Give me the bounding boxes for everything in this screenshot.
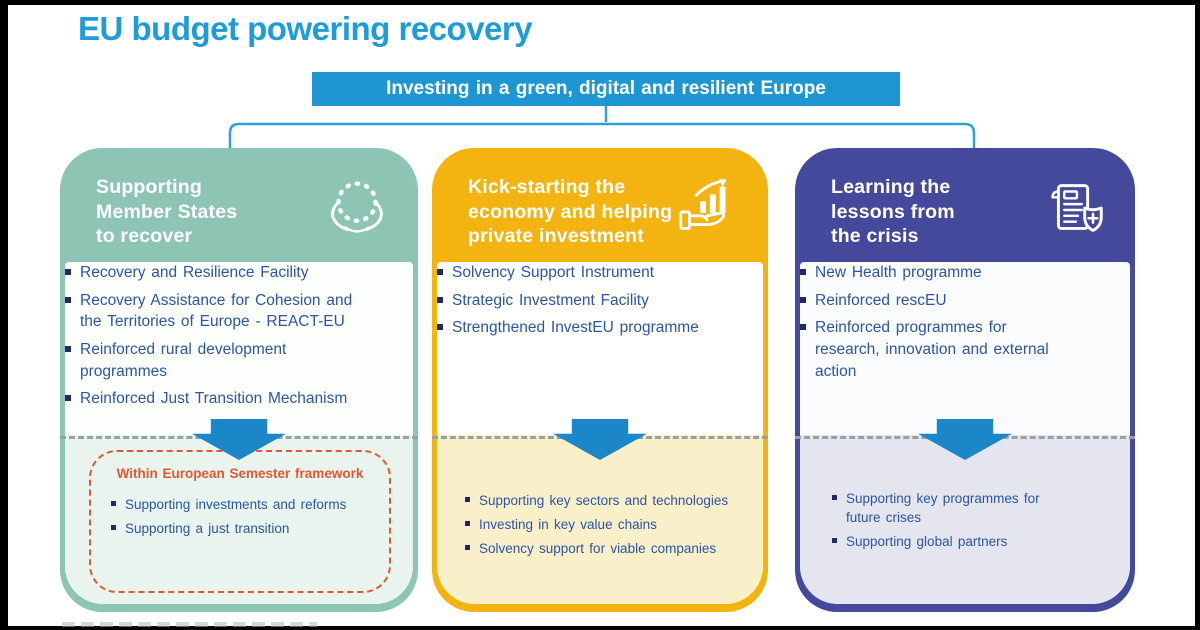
list-item: Supporting global partners [832, 532, 1122, 551]
bullet-square-icon [111, 525, 116, 531]
card-economy: Kick-starting the economy and helping pr… [432, 148, 768, 612]
list-item-label: Reinforced programmes for research, inno… [815, 319, 1049, 380]
bullet-square-icon [465, 545, 470, 551]
document-with-health-shield-icon [1037, 172, 1111, 246]
cropped-attribution-text [62, 622, 317, 627]
letterbox-bar-bottom [0, 626, 1200, 630]
bullet-square-icon [465, 521, 470, 527]
list-item-label: Reinforced rescEU [815, 291, 947, 309]
card-header: Supporting Member States to recover [60, 148, 418, 262]
card-header: Kick-starting the economy and helping pr… [432, 148, 768, 262]
list-item-label: Strategic Investment Facility [452, 291, 649, 309]
semester-framework-box: Within European Semester framework Suppo… [89, 450, 391, 593]
semester-list: Supporting investments and reforms Suppo… [105, 495, 375, 538]
list-item: Reinforced programmes for research, inno… [800, 317, 1130, 382]
card-title: Kick-starting the economy and helping pr… [468, 176, 673, 248]
list-item-label: New Health programme [815, 264, 982, 281]
card-header: Learning the lessons from the crisis [795, 148, 1135, 262]
semester-framework-heading: Within European Semester framework [116, 466, 364, 481]
card-bottom-section: Within European Semester framework Suppo… [65, 435, 413, 604]
hands-holding-eu-stars-icon [320, 172, 394, 246]
bullet-square-icon [111, 501, 116, 506]
list-item: Recovery and Resilience Facility [65, 262, 413, 284]
list-item-label: Reinforced rural development programmes [80, 341, 287, 380]
bullet-square-icon [65, 346, 71, 353]
list-item: Strengthened InvestEU programme [437, 317, 763, 339]
hand-holding-growth-chart-icon [670, 172, 744, 246]
list-item-label: Recovery Assistance for Cohesion and the… [80, 291, 353, 331]
list-item: Supporting a just transition [111, 519, 375, 538]
list-item-label: Strengthened InvestEU programme [452, 319, 699, 337]
list-item-label: Solvency Support Instrument [452, 264, 655, 281]
bullet-square-icon [800, 324, 806, 331]
bullet-square-icon [800, 296, 806, 303]
bullet-square-icon [465, 497, 470, 502]
programme-list: New Health programme Reinforced rescEU R… [800, 262, 1130, 435]
card-bottom-section: Supporting key programmes for future cri… [800, 435, 1130, 604]
card-body: Recovery and Resilience Facility Recover… [65, 262, 413, 604]
list-item: Recovery Assistance for Cohesion and the… [65, 290, 413, 333]
letterbox-bar-right [1195, 0, 1200, 630]
focus-list: Supporting key programmes for future cri… [800, 435, 1130, 551]
list-item-label: Supporting a just transition [125, 521, 290, 537]
list-item: Reinforced rescEU [800, 290, 1130, 312]
card-title: Learning the lessons from the crisis [831, 176, 955, 248]
bullet-square-icon [437, 269, 443, 275]
programme-list: Recovery and Resilience Facility Recover… [65, 262, 413, 435]
programme-list: Solvency Support Instrument Strategic In… [437, 262, 763, 435]
list-item: Strategic Investment Facility [437, 290, 763, 312]
bullet-square-icon [437, 296, 443, 303]
list-item: Supporting key sectors and technologies [465, 491, 755, 510]
bullet-square-icon [832, 495, 837, 500]
list-item-label: Supporting key sectors and technologies [479, 493, 729, 508]
letterbox-bar-left [0, 0, 8, 630]
bullet-square-icon [437, 324, 443, 331]
bullet-square-icon [65, 296, 71, 303]
list-item: Investing in key value chains [465, 515, 755, 534]
card-title: Supporting Member States to recover [96, 176, 238, 248]
card-bottom-section: Supporting key sectors and technologies … [437, 435, 763, 604]
list-item-label: Supporting investments and reforms [125, 497, 347, 512]
list-item-label: Solvency support for viable companies [479, 541, 717, 557]
page-title: EU budget powering recovery [78, 10, 533, 47]
bullet-square-icon [832, 538, 837, 544]
list-item: Supporting key programmes for future cri… [832, 489, 1122, 527]
list-item-label: Supporting global partners [846, 534, 1008, 550]
banner: Investing in a green, digital and resili… [312, 72, 900, 106]
card-body: Solvency Support Instrument Strategic In… [437, 262, 763, 604]
list-item: New Health programme [800, 262, 1130, 284]
list-item: Solvency Support Instrument [437, 262, 763, 284]
list-item-label: Supporting key programmes for future cri… [846, 491, 1040, 526]
letterbox-bar-top [0, 0, 1200, 5]
list-item: Supporting investments and reforms [111, 495, 375, 514]
card-lessons: Learning the lessons from the crisis New… [795, 148, 1135, 612]
card-member-states: Supporting Member States to recover Reco… [60, 148, 418, 612]
list-item-label: Recovery and Resilience Facility [80, 264, 309, 281]
list-item: Reinforced rural development programmes [65, 339, 413, 382]
bullet-square-icon [800, 269, 806, 275]
bullet-square-icon [65, 395, 71, 402]
focus-list: Supporting key sectors and technologies … [437, 435, 763, 558]
list-item: Solvency support for viable companies [465, 539, 755, 558]
bullet-square-icon [65, 269, 71, 275]
list-item-label: Reinforced Just Transition Mechanism [80, 390, 348, 408]
list-item: Reinforced Just Transition Mechanism [65, 388, 413, 410]
list-item-label: Investing in key value chains [479, 517, 657, 533]
